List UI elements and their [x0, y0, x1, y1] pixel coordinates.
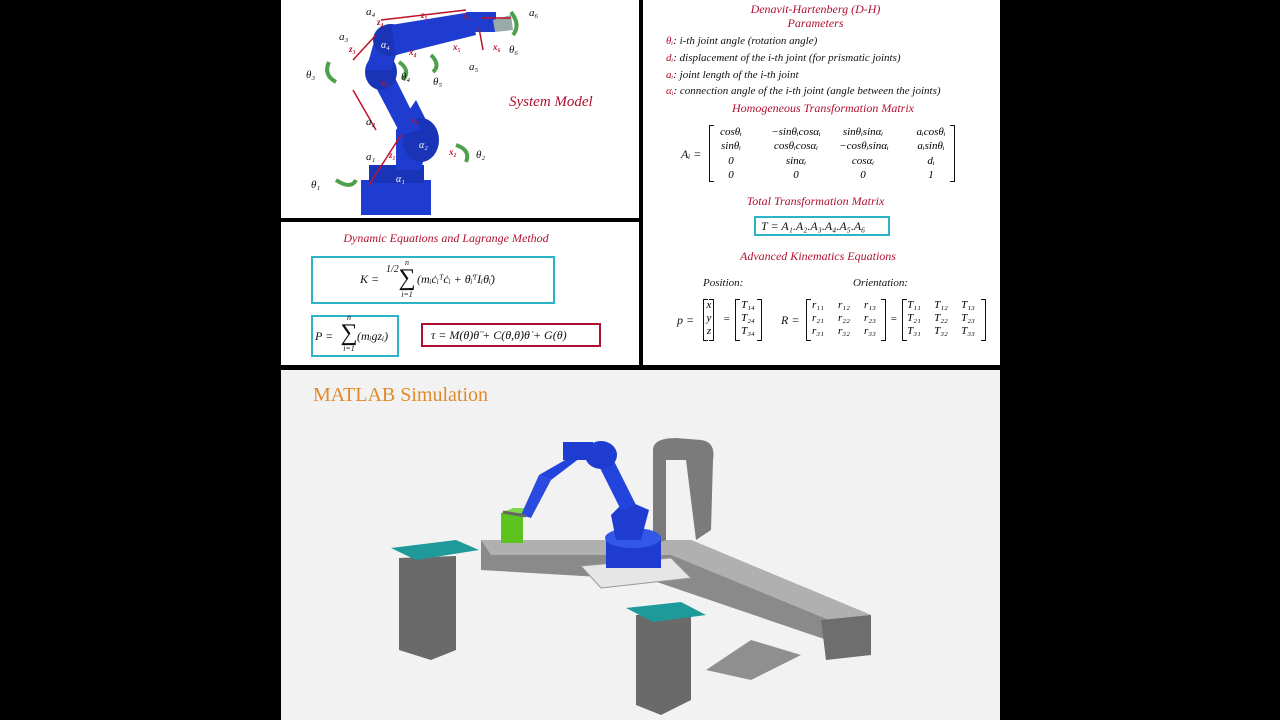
label-theta1: θ₁	[311, 179, 320, 191]
front-stand	[636, 612, 691, 715]
total-eq-box: T = A₁.A₂.A₃.A₄.A₅.A₆	[754, 216, 890, 236]
left-stand	[399, 556, 456, 660]
label-z1: z₁	[388, 150, 396, 160]
label-a3: a₃	[339, 31, 349, 43]
simulation-panel: MATLAB Simulation	[281, 370, 1000, 720]
label-x6: x₆	[492, 42, 501, 52]
rail-beam	[481, 540, 871, 655]
dh-def-d: dᵢ: displacement of the i-th joint (for …	[666, 52, 901, 64]
label-alpha4: α₄	[381, 40, 390, 51]
total-eq: T = A₁.A₂.A₃.A₄.A₅.A₆	[761, 219, 866, 233]
dynamics-panel: Dynamic Equations and Lagrange Method K …	[281, 222, 639, 365]
label-theta3: θ₃	[306, 69, 315, 81]
htm-title: Homogeneous Transformation Matrix	[731, 101, 914, 115]
orientation-label: Orientation:	[853, 277, 908, 289]
front-table-top	[626, 602, 706, 622]
simulation-title: MATLAB Simulation	[313, 384, 489, 406]
p-sigma: ∑	[340, 320, 358, 346]
label-x4: x₄	[408, 47, 417, 57]
kinetic-energy-box: K = 1/2 n ∑ i=1 (mᵢċᵢᵀċᵢ + θ̇ᵢᵀIᵢθ̇ᵢ)	[311, 256, 555, 304]
dynamics-title: Dynamic Equations and Lagrange Method	[343, 231, 549, 245]
label-alpha2: α₂	[419, 140, 428, 151]
label-z3: z₃	[348, 44, 356, 54]
robot-diagram: θ₁ θ₂ θ₃ θ₄ θ₅ θ₆ a₁ a₂ a₃ a₄ a₅ a₆ x₂ x…	[306, 6, 593, 215]
left-table-top	[391, 540, 479, 560]
label-z5: z₅	[420, 10, 428, 20]
total-title: Total Transformation Matrix	[746, 194, 885, 208]
label-alpha3: α₃	[354, 70, 363, 81]
simulation-scene	[391, 438, 871, 715]
dh-title-line2: Parameters	[787, 16, 844, 30]
htm-lhs: Aᵢ =	[681, 147, 702, 161]
system-model-panel: θ₁ θ₂ θ₃ θ₄ θ₅ θ₆ a₁ a₂ a₃ a₄ a₅ a₆ x₂ x…	[281, 0, 639, 218]
robot-forearm	[391, 12, 476, 55]
k-sigma: ∑	[398, 265, 416, 291]
k-sum-top: n	[405, 258, 409, 267]
label-theta6: θ₆	[509, 44, 518, 56]
label-a2: a₂	[366, 116, 376, 128]
label-alpha1: α₁	[396, 174, 405, 185]
k-lhs: K =	[360, 272, 380, 286]
dh-panel: Denavit-Hartenberg (D-H) Parameters θᵢ: …	[643, 0, 1000, 365]
label-z4: z₄	[376, 17, 384, 27]
system-model-title: System Model	[509, 94, 593, 110]
dh-def-a: aᵢ: joint length of the i-th joint	[666, 69, 799, 81]
workpiece-green	[501, 513, 523, 543]
adv-title: Advanced Kinematics Equations	[740, 249, 896, 263]
potential-energy-box: P = n ∑ i=1 (mᵢgzᵢ)	[311, 313, 399, 357]
label-z2: z₂	[410, 115, 418, 125]
label-a4: a₄	[366, 6, 376, 18]
robot-lower-arm-sim	[611, 500, 649, 540]
label-a6: a₆	[529, 7, 539, 19]
label-theta2: θ₂	[476, 149, 485, 161]
torque-equation-box: τ = M(θ)θ̈ + C(θ,θ̇)θ̇ + G(θ)	[421, 323, 601, 347]
p-sum-top: n	[347, 313, 351, 322]
position-label: Position:	[703, 277, 744, 289]
label-theta5: θ₅	[433, 76, 442, 88]
p-sum-bottom: i=1	[343, 344, 355, 353]
dh-def-theta: θᵢ: i-th joint angle (rotation angle)	[666, 35, 818, 47]
torque-equation: τ = M(θ)θ̈ + C(θ,θ̇)θ̇ + G(θ)	[431, 328, 567, 342]
k-sum-bottom: i=1	[401, 290, 413, 299]
dh-def-alpha: αᵢ: connection angle of the i-th joint (…	[666, 85, 941, 97]
k-fraction: 1/2	[386, 264, 399, 275]
label-x2: x₂	[448, 147, 457, 157]
label-z6: z₆	[462, 10, 470, 20]
k-body: (mᵢċᵢᵀċᵢ + θ̇ᵢᵀIᵢθ̇ᵢ)	[417, 272, 495, 286]
end-effector	[493, 15, 513, 32]
label-a1: a₁	[366, 151, 376, 163]
robot-base	[361, 180, 431, 215]
p-lhs: P =	[315, 329, 334, 343]
back-frame	[653, 438, 714, 545]
label-theta4: θ₄	[401, 71, 410, 83]
label-a5: a₅	[469, 61, 479, 73]
label-x3: x₃	[380, 78, 389, 88]
p-body: (mᵢgzᵢ)	[357, 329, 389, 343]
dh-title-line1: Denavit-Hartenberg (D-H)	[750, 2, 881, 16]
label-x5: x₅	[452, 42, 461, 52]
